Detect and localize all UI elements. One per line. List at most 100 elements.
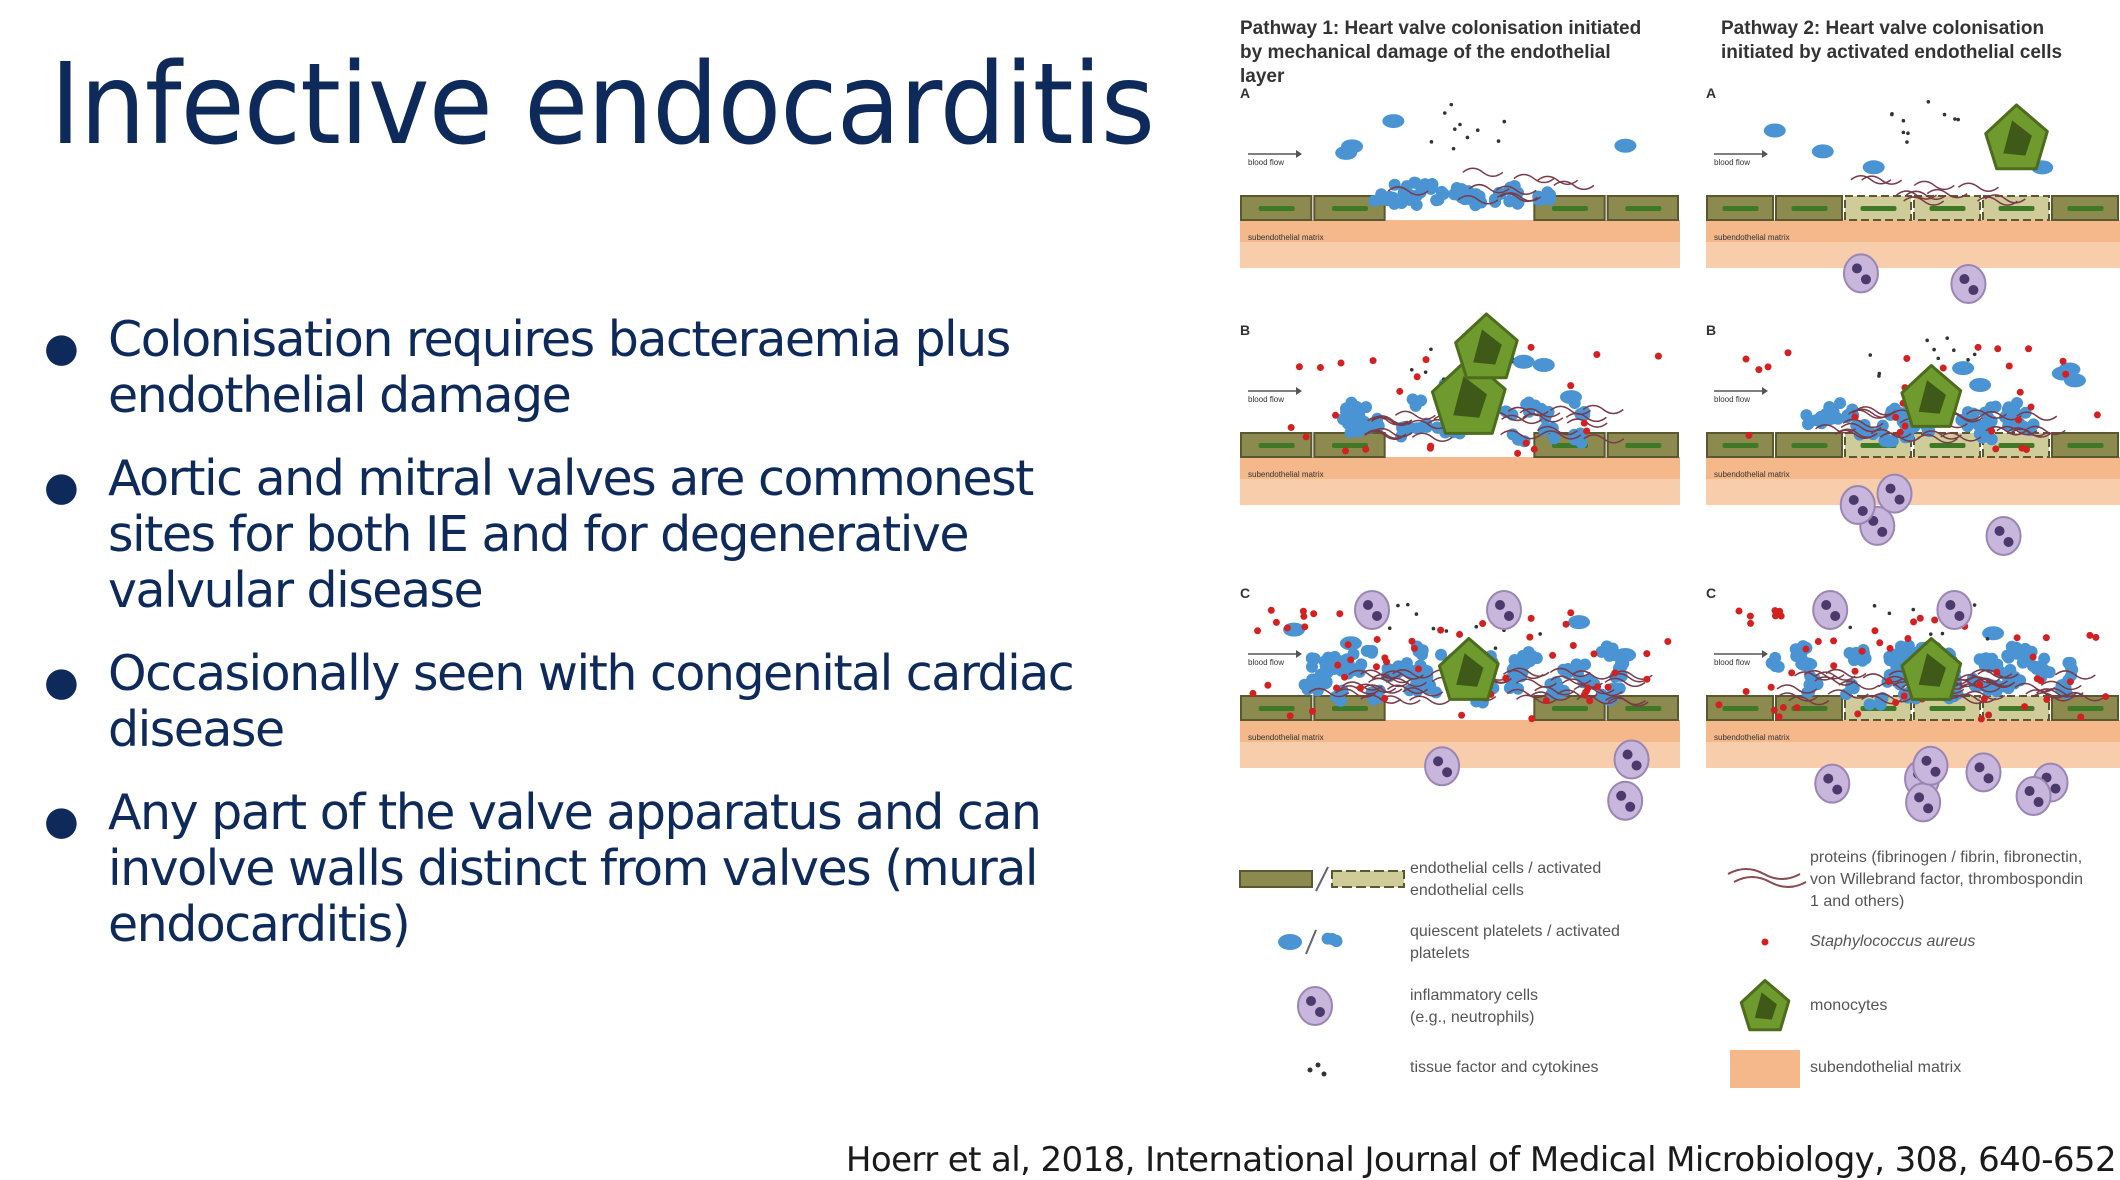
platelet-icon (1382, 114, 1405, 129)
legend-label: Staphylococcus aureus (1810, 933, 1975, 950)
activated-platelet-icon (1883, 649, 1905, 667)
cytokine-dot (1956, 117, 1961, 122)
bullet-text: Aortic and mitral valves are commonest (108, 450, 1034, 507)
protein-strand (1411, 432, 1453, 443)
bacterium-icon (1479, 620, 1487, 628)
platelet-lobe (1510, 193, 1523, 206)
neutrophil-lobe (1945, 600, 1956, 610)
platelet-lobe (2005, 640, 2018, 653)
protein-strand (1468, 183, 1510, 194)
neutrophil-lobe (1914, 792, 1925, 803)
neutrophil-lobe (1631, 760, 1642, 771)
panel-label: B (1240, 322, 1250, 338)
bacterium-icon (1892, 413, 1900, 421)
cytokine-dot (1502, 119, 1507, 124)
protein-strand (1815, 424, 1857, 434)
bacterium-icon (1344, 641, 1352, 649)
bacterium-icon (1742, 355, 1750, 363)
platelet-icon (1952, 361, 1975, 376)
bacterium-icon (2037, 677, 2045, 685)
platelet-lobe (1847, 682, 1860, 695)
legend-label: endothelial cells / activated (1410, 860, 1601, 877)
bacterium-icon (1567, 609, 1575, 617)
protein-strand (1958, 182, 1999, 192)
cytokine-dot (1405, 602, 1410, 607)
panel-label: B (1706, 322, 1716, 338)
legend-label: tissue factor and cytokines (1410, 1059, 1599, 1076)
platelet-lobe (2021, 650, 2034, 663)
neutrophil-icon (1936, 590, 1973, 630)
protein-strand (1495, 185, 1537, 196)
bacterium-icon (1249, 689, 1257, 697)
platelet-icon (1795, 657, 1818, 672)
protein-strand (1530, 691, 1572, 701)
cytokine-dot (1848, 625, 1853, 630)
bacterium-icon (1896, 428, 1904, 436)
platelet-lobe (1961, 420, 1974, 433)
protein-strand (1851, 408, 1893, 419)
activated-platelet-icon (1321, 932, 1343, 948)
neutrophil-icon (1424, 746, 1461, 787)
protein-strand (1537, 175, 1579, 186)
cytokine-dot (1396, 603, 1400, 608)
strand (1733, 876, 1807, 888)
neutrophil-lobe (1306, 996, 1316, 1006)
protein-strand (1507, 406, 1549, 417)
neutrophil-icon (1950, 264, 1987, 305)
cell-nucleus (1332, 443, 1368, 448)
cytokine-dot (1901, 118, 1906, 123)
bacterium-icon (1904, 635, 1912, 643)
monocyte-nucleus (1456, 653, 1484, 687)
neutrophil-lobe (1877, 526, 1888, 537)
protein-strand (1788, 695, 1830, 706)
bacterium-icon (1594, 683, 1602, 691)
neutrophil-body (1965, 752, 2002, 793)
bacterium-icon (1788, 669, 1796, 677)
activated-platelet-icon (1516, 646, 1537, 664)
cytokine-dot (1449, 102, 1454, 107)
protein-strand (1842, 418, 1884, 429)
protein-strand (1825, 668, 1867, 679)
platelet-lobe (1814, 410, 1827, 423)
bacterium-icon (2029, 653, 2037, 661)
cytokine-dot (1940, 631, 1945, 636)
protein-strand (1364, 430, 1406, 440)
neutrophil-icon (1876, 473, 1913, 514)
bacterium-icon (1413, 373, 1421, 381)
bacterium-icon (1254, 627, 1262, 635)
protein-strand (1926, 188, 1968, 199)
bacterium-icon (1985, 711, 1993, 719)
bacterium-icon (1977, 715, 1985, 723)
legend-item: tissue factor and cytokines (1307, 1059, 1599, 1077)
endothelial-cell (1606, 695, 1679, 721)
bullet-text: Colonisation requires bacteraemia plus (108, 311, 1011, 368)
protein-strand (2025, 689, 2067, 699)
neutrophil-lobe (1504, 611, 1514, 621)
bacterium-icon (1299, 607, 1307, 615)
platelet-lobe (1973, 653, 1986, 666)
activated-platelet-icon (1448, 181, 1470, 201)
neutrophil-lobe (1959, 274, 1970, 285)
bacterium-icon (1332, 411, 1340, 419)
protein-strand (1976, 196, 2018, 206)
protein-strand (1996, 425, 2038, 436)
matrix-lower (1706, 479, 2120, 505)
bacterium-icon (1994, 345, 2002, 353)
bacterium-icon (1761, 938, 1769, 946)
bacterium-icon (1988, 427, 1996, 435)
bacterium-icon (1426, 444, 1434, 452)
bullet-text: disease (108, 701, 285, 758)
matrix-lower (1240, 242, 1680, 268)
bacterium-icon (1735, 607, 1743, 615)
neutrophil-body (1814, 763, 1851, 804)
platelet-icon (1811, 144, 1834, 159)
bacterium-icon (2092, 633, 2100, 641)
blood-flow-label: blood flow (1714, 658, 1750, 667)
activated-platelet-icon (1305, 652, 1331, 673)
monocyte-icon (1900, 364, 1963, 428)
bacterium-icon (1341, 673, 1349, 681)
protein-strand (2040, 680, 2082, 691)
protein-strand (1565, 412, 1607, 423)
legend-label: quiescent platelets / activated (1410, 923, 1620, 940)
